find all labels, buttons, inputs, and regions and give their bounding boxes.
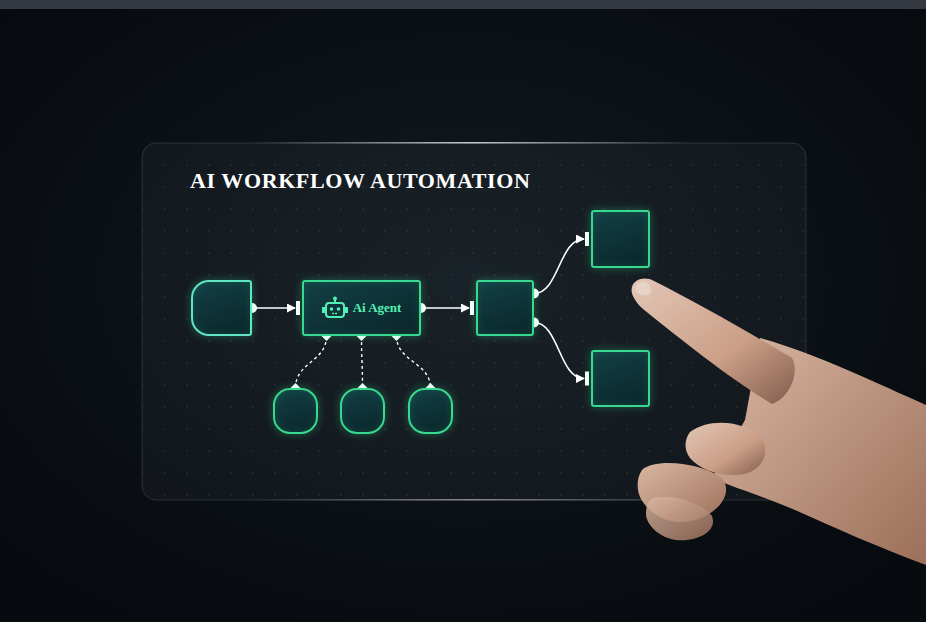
tool-link [362, 336, 363, 388]
tool-link [296, 336, 327, 388]
connector-line [421, 307, 469, 309]
tool-link [397, 336, 431, 388]
connector-line [534, 323, 584, 379]
connector [416, 301, 474, 315]
input-port [470, 301, 474, 315]
top-band [0, 0, 926, 9]
connector [357, 331, 368, 393]
input-port [585, 372, 589, 386]
node-label: Ai Agent [353, 300, 402, 316]
input-port [296, 301, 300, 315]
index-finger [632, 279, 795, 404]
input-port [585, 232, 589, 246]
glass-card [142, 143, 806, 500]
process-box [476, 280, 534, 336]
node-content: Ai Agent [322, 296, 402, 320]
card-highlight [250, 142, 690, 144]
robot-ear [322, 307, 325, 313]
process-box [591, 350, 650, 407]
tool-node [273, 388, 318, 434]
robot-mouth [332, 313, 338, 315]
connector-line [534, 239, 584, 294]
connector [529, 232, 589, 299]
connector [247, 301, 300, 315]
connector-line [252, 307, 295, 309]
robot-eye [329, 307, 333, 311]
connector [291, 331, 332, 393]
connector [529, 318, 589, 386]
diagram-title: AI WORKFLOW AUTOMATION [190, 168, 530, 194]
card-highlight [250, 499, 690, 501]
process-box [591, 210, 650, 268]
robot-antenna-tip [333, 297, 337, 301]
robot-head [326, 303, 344, 317]
robot-icon [322, 296, 348, 320]
start-node [191, 280, 252, 336]
curled-finger [646, 497, 713, 540]
process-box: Ai Agent [302, 280, 421, 336]
tool-node [340, 388, 385, 434]
dot-grid [143, 144, 805, 499]
robot-ear [345, 307, 348, 313]
robot-eye [336, 307, 340, 311]
fingernail [635, 282, 650, 295]
connector [392, 331, 436, 393]
tool-node [408, 388, 453, 434]
